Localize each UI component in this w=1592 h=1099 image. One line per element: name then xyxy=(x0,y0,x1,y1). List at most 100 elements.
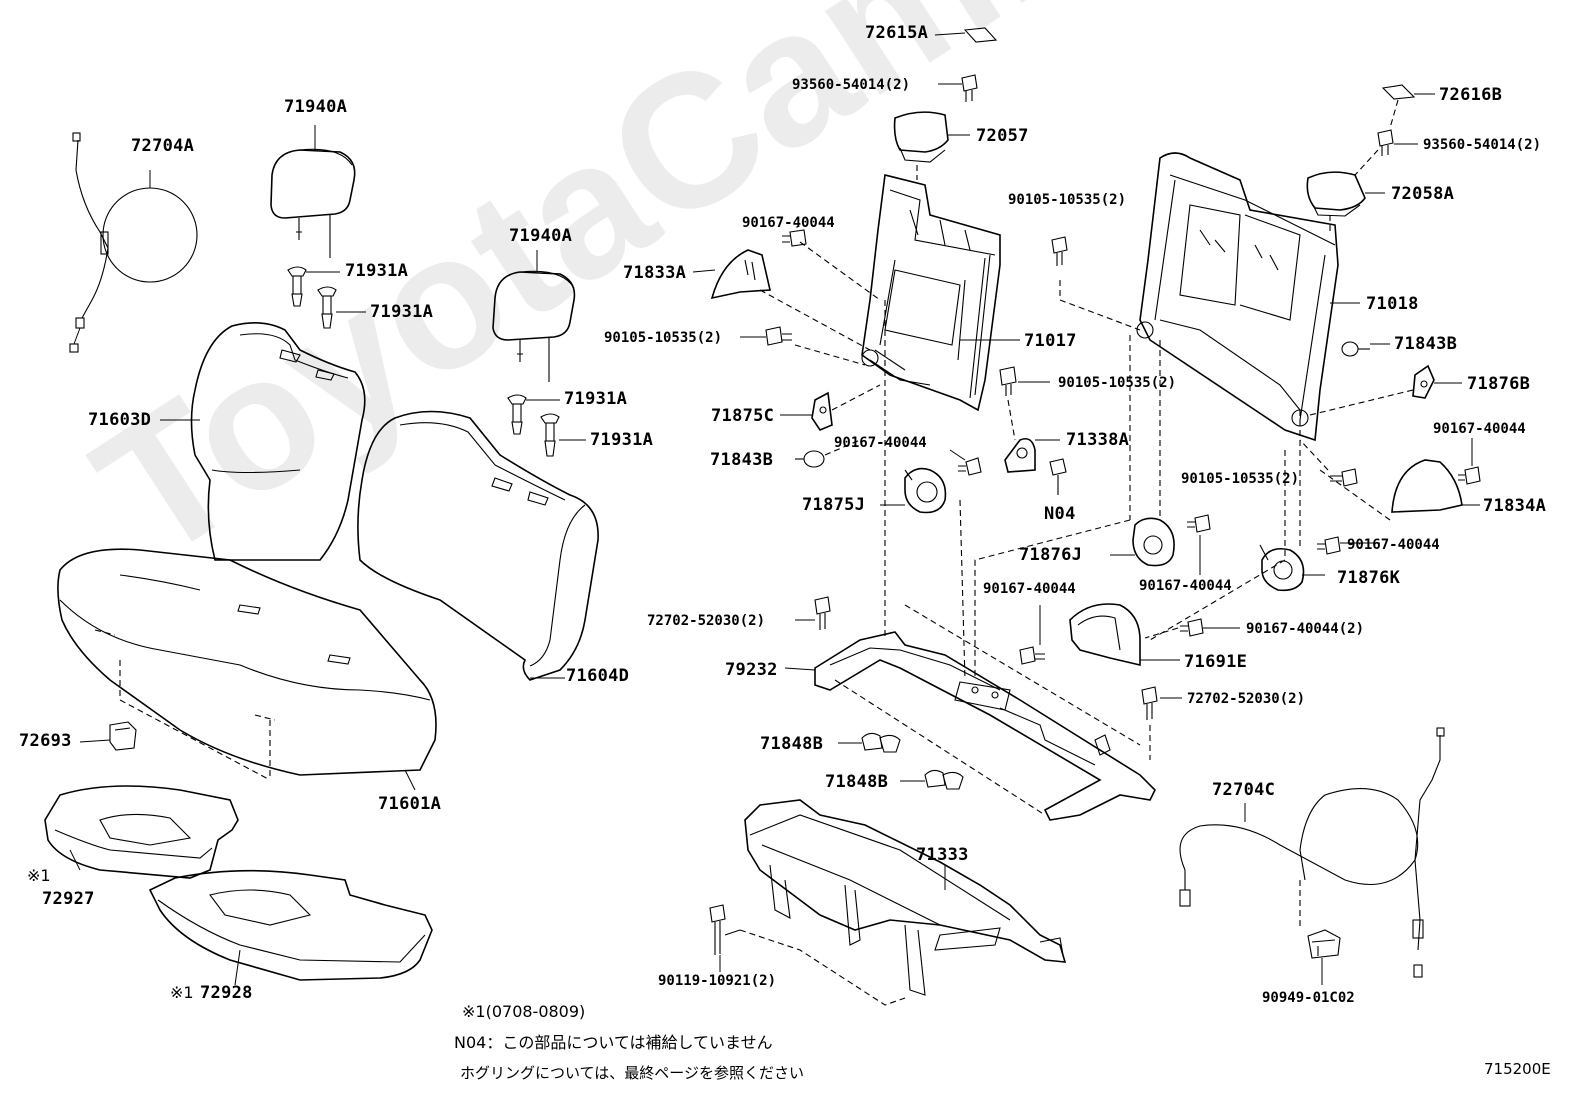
part-label-90167-40044-7: 90167-40044(2) xyxy=(1246,621,1365,637)
guide-left-1-drawing xyxy=(287,266,340,307)
part-label-71834a: 71834A xyxy=(1483,496,1547,516)
part-label-72058a: 72058A xyxy=(1391,184,1455,204)
part-label-71940a-left: 71940A xyxy=(284,97,348,117)
leader-dashed-frame-mid xyxy=(959,499,966,681)
leader-dashed-71833a xyxy=(759,289,871,351)
part-label-71601a: 71601A xyxy=(378,794,442,814)
bolt-90167-2-drawing xyxy=(949,449,982,476)
tray-72928-drawing xyxy=(148,869,433,986)
part-label-72057: 72057 xyxy=(976,126,1029,146)
part-label-72928: 72928 xyxy=(200,983,253,1003)
part-label-71876k: 71876K xyxy=(1337,568,1401,588)
bolt-90167-4-drawing xyxy=(1187,514,1211,575)
hinge-cover-71691E-drawing xyxy=(1069,603,1180,667)
leader-dashed-71875c xyxy=(831,384,881,411)
tray-72927-drawing xyxy=(44,785,239,879)
leader-dashed-90105-1 xyxy=(794,344,866,366)
part-label-90167-40044-5: 90167-40044 xyxy=(1347,537,1440,553)
part-label-72702-52030-2: 72702-52030(2) xyxy=(1187,691,1306,707)
bracket-71875C-drawing xyxy=(780,391,833,431)
leader-dashed-72693 xyxy=(119,660,271,781)
cover-71833A-drawing xyxy=(692,249,771,300)
nut-N04-drawing xyxy=(1049,458,1067,495)
part-label-71875j: 71875J xyxy=(802,495,866,515)
diagram-code: 715200E xyxy=(1484,1060,1551,1078)
part-label-n04: N04 xyxy=(1044,504,1076,524)
leader-dashed-90105-2 xyxy=(1007,399,1016,441)
part-label-71931a-2: 71931A xyxy=(370,302,434,322)
leader-dashed-71843b xyxy=(824,439,861,456)
headrest-mid-drawing xyxy=(492,250,576,382)
part-label-71931a-3: 71931A xyxy=(564,389,628,409)
clip-90949-drawing xyxy=(1299,880,1341,985)
part-label-71691e: 71691E xyxy=(1184,652,1248,672)
part-label-71931a-4: 71931A xyxy=(590,430,654,450)
bolt-93560-2-drawing xyxy=(1354,129,1418,176)
leader-dashed-90167-1 xyxy=(799,241,881,301)
clip-72693-drawing xyxy=(79,721,137,751)
part-label-72702-52030-1: 72702-52030(2) xyxy=(647,613,766,629)
part-label-71018: 71018 xyxy=(1366,294,1419,314)
part-label-71848b-2: 71848B xyxy=(825,772,889,792)
part-label-90167-40044-2: 90167-40044 xyxy=(834,435,927,451)
mark-72927: ※1 xyxy=(27,866,51,885)
bolt-90167-5-drawing xyxy=(1317,536,1380,555)
part-label-72704c: 72704C xyxy=(1212,780,1276,800)
cable-72704a-drawing xyxy=(69,132,198,353)
cap-72057-drawing xyxy=(893,111,970,180)
footnote-hog-ring: ホグリングについては、最終ページを参照ください xyxy=(460,1064,804,1082)
recliner-cover-71876J-drawing xyxy=(1110,517,1175,567)
part-label-71017: 71017 xyxy=(1024,331,1077,351)
part-label-90167-40044-1: 90167-40044 xyxy=(742,215,835,231)
part-label-71843b-1: 71843B xyxy=(710,450,774,470)
part-label-72704a: 72704A xyxy=(131,136,195,156)
bolt-90105-2-drawing xyxy=(999,366,1050,396)
part-label-71338a: 71338A xyxy=(1066,430,1130,450)
footnote-1: ※1(0708-0809) xyxy=(462,1002,586,1021)
part-label-90105-10535-2: 90105-10535(2) xyxy=(1058,375,1177,391)
frame-71017-drawing xyxy=(861,174,1020,412)
bolt-90167-7-drawing xyxy=(1144,618,1240,639)
part-label-71603d: 71603D xyxy=(88,410,152,430)
part-label-90105-10535-4: 90105-10535(2) xyxy=(1181,471,1300,487)
leader-dashed-71834a xyxy=(1319,469,1391,521)
part-label-90105-10535-3: 90105-10535(2) xyxy=(1008,192,1127,208)
part-label-90949-01c02: 90949-01C02 xyxy=(1262,990,1355,1006)
bolt-72702-1-drawing xyxy=(795,596,831,630)
cable-72704c-drawing xyxy=(1179,727,1445,978)
leader-dashed-90119 xyxy=(739,929,906,1006)
frame-79232-drawing xyxy=(784,631,1156,821)
part-label-90167-40044-6: 90167-40044 xyxy=(983,581,1076,597)
bolt-90167-1-drawing xyxy=(782,226,807,247)
part-label-90105-10535-1: 90105-10535(2) xyxy=(604,330,723,346)
pin-71843B-1-drawing xyxy=(795,450,825,468)
part-label-93560-54014-1: 93560-54014(2) xyxy=(792,77,911,93)
bushing-71848B-2-drawing xyxy=(900,769,964,790)
frame-71333-drawing xyxy=(744,799,1067,996)
bolt-90105-1-drawing xyxy=(740,326,792,346)
cap-72058A-drawing xyxy=(1306,171,1385,235)
part-label-72927: 72927 xyxy=(42,889,95,909)
footnote-n04: N04：この部品については補給していません xyxy=(454,1033,773,1052)
part-label-90167-40044-3: 90167-40044 xyxy=(1433,421,1526,437)
leader-dashed-frame-bottom xyxy=(834,679,1046,816)
part-label-71833a: 71833A xyxy=(623,263,687,283)
part-label-72693: 72693 xyxy=(19,731,72,751)
leader-dashed-frame-right xyxy=(904,604,1141,746)
part-label-93560-54014-2: 93560-54014(2) xyxy=(1423,137,1542,153)
bolt-93560-1-drawing xyxy=(938,74,978,102)
bracket-71338A-drawing xyxy=(1004,437,1060,473)
part-label-71604d: 71604D xyxy=(566,666,630,686)
guide-mid-1-drawing xyxy=(507,394,560,435)
part-label-90167-40044-4: 90167-40044 xyxy=(1139,578,1232,594)
part-label-71333: 71333 xyxy=(916,845,969,865)
bolt-90105-4-drawing xyxy=(1299,439,1358,487)
bolt-90167-6-drawing xyxy=(1019,605,1045,665)
seatback-71604d-drawing xyxy=(357,410,599,681)
pin-71843B-2-drawing xyxy=(1341,341,1390,357)
leader-dashed-frame-to-base xyxy=(974,519,1131,680)
leader-dashed-right-to-base xyxy=(1149,450,1286,641)
recliner-cover-71876K-drawing xyxy=(1259,544,1325,592)
bolt-90167-3-drawing xyxy=(1458,438,1481,485)
